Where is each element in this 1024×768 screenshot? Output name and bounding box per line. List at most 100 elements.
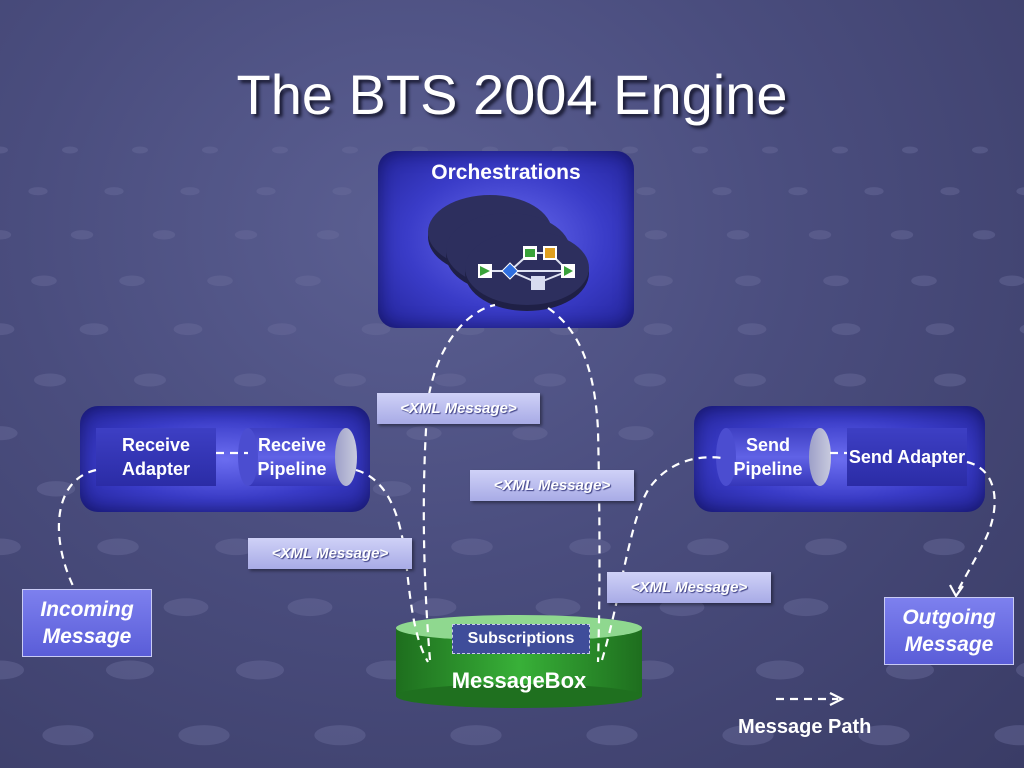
xml-message-tag-send: <XML Message> bbox=[607, 572, 771, 603]
background-dot bbox=[902, 146, 918, 154]
background-dot bbox=[295, 275, 321, 287]
background-dot bbox=[756, 660, 804, 680]
background-dot bbox=[864, 187, 884, 196]
background-dot bbox=[0, 538, 21, 556]
background-dot bbox=[314, 725, 366, 746]
background-dot bbox=[132, 146, 148, 154]
path-messagebox-to-send bbox=[600, 456, 723, 661]
background-dot bbox=[618, 426, 654, 441]
background-dot bbox=[0, 230, 12, 240]
background-dot bbox=[152, 230, 176, 240]
background-dot bbox=[0, 426, 18, 441]
background-dot bbox=[434, 373, 466, 387]
background-dot bbox=[411, 598, 457, 617]
background-dot bbox=[687, 538, 729, 556]
background-dot bbox=[712, 187, 732, 196]
background-dot bbox=[735, 275, 761, 287]
path-orchestration-to-messagebox bbox=[547, 307, 601, 663]
background-dot bbox=[272, 146, 288, 154]
background-dot bbox=[634, 373, 666, 387]
receive-pipeline-label: Receive Pipeline bbox=[257, 435, 327, 479]
background-dot bbox=[534, 373, 566, 387]
background-dot bbox=[267, 323, 297, 336]
background-dot bbox=[762, 146, 778, 154]
background-dot bbox=[925, 323, 955, 336]
background-dot bbox=[0, 146, 8, 154]
background-dot bbox=[36, 481, 76, 497]
background-dot bbox=[636, 187, 656, 196]
background-dot bbox=[104, 187, 124, 196]
background-dot bbox=[97, 538, 139, 556]
background-dot bbox=[34, 373, 66, 387]
background-dot bbox=[737, 323, 767, 336]
background-dot bbox=[28, 187, 48, 196]
arrowhead-outgoing bbox=[949, 584, 964, 599]
background-dot bbox=[890, 230, 914, 240]
background-dot bbox=[647, 275, 673, 287]
background-dot bbox=[236, 660, 284, 680]
background-dot bbox=[643, 323, 673, 336]
legend-label: Message Path bbox=[738, 716, 872, 738]
subscriptions-label: Subscriptions bbox=[452, 624, 590, 654]
send-pipeline-label: Send Pipeline bbox=[733, 435, 803, 479]
path-send-to-outgoing bbox=[954, 460, 996, 596]
background-dot bbox=[858, 725, 910, 746]
outgoing-message: Outgoing Message bbox=[884, 597, 1014, 665]
background-dot bbox=[831, 323, 861, 336]
xml-message-tag-receive: <XML Message> bbox=[248, 538, 412, 569]
background-dot bbox=[332, 187, 352, 196]
background-dot bbox=[808, 230, 832, 240]
background-dot bbox=[70, 230, 94, 240]
background-dot bbox=[178, 725, 230, 746]
background-dot bbox=[734, 373, 766, 387]
background-dot bbox=[994, 725, 1024, 746]
messagebox-label: MessageBox bbox=[451, 668, 587, 693]
incoming-message: Incoming Message bbox=[22, 589, 152, 657]
background-dot bbox=[316, 230, 340, 240]
background-dot bbox=[173, 323, 203, 336]
background-dot bbox=[361, 323, 391, 336]
background-dot bbox=[972, 230, 996, 240]
background-dot bbox=[726, 230, 750, 240]
background-dot bbox=[256, 187, 276, 196]
background-dot bbox=[451, 538, 493, 556]
background-dot bbox=[450, 725, 502, 746]
background-dot bbox=[911, 275, 937, 287]
background-dot bbox=[215, 538, 257, 556]
orchestrations-label: Orchestrations bbox=[431, 161, 581, 184]
background-dot bbox=[342, 146, 358, 154]
background-dot bbox=[106, 660, 154, 680]
background-dot bbox=[0, 660, 24, 680]
receive-adapter: Receive Adapter bbox=[96, 428, 216, 486]
background-dot bbox=[406, 426, 442, 441]
background-dot bbox=[586, 725, 638, 746]
background-dot bbox=[834, 373, 866, 387]
background-dot bbox=[202, 146, 218, 154]
background-dot bbox=[886, 660, 934, 680]
background-dot bbox=[940, 187, 960, 196]
background-dot bbox=[622, 146, 638, 154]
background-dot bbox=[31, 275, 57, 287]
background-dot bbox=[832, 146, 848, 154]
background-dot bbox=[644, 230, 668, 240]
background-dot bbox=[972, 146, 988, 154]
background-dot bbox=[823, 275, 849, 287]
background-dot bbox=[999, 275, 1024, 287]
path-incoming-to-receive bbox=[57, 468, 97, 591]
background-dot bbox=[805, 538, 847, 556]
background-dot bbox=[722, 725, 774, 746]
xml-message-tag-orch-out: <XML Message> bbox=[470, 470, 634, 501]
background-dot bbox=[1019, 324, 1024, 334]
background-dot bbox=[207, 275, 233, 287]
background-dot bbox=[119, 275, 145, 287]
background-dot bbox=[62, 146, 78, 154]
path-pipeline-to-messagebox bbox=[355, 468, 429, 663]
background-dot bbox=[372, 481, 412, 497]
background-dot bbox=[934, 373, 966, 387]
background-dot bbox=[42, 725, 94, 746]
xml-message-tag-orch-in: <XML Message> bbox=[377, 393, 540, 424]
background-dot bbox=[287, 598, 333, 617]
